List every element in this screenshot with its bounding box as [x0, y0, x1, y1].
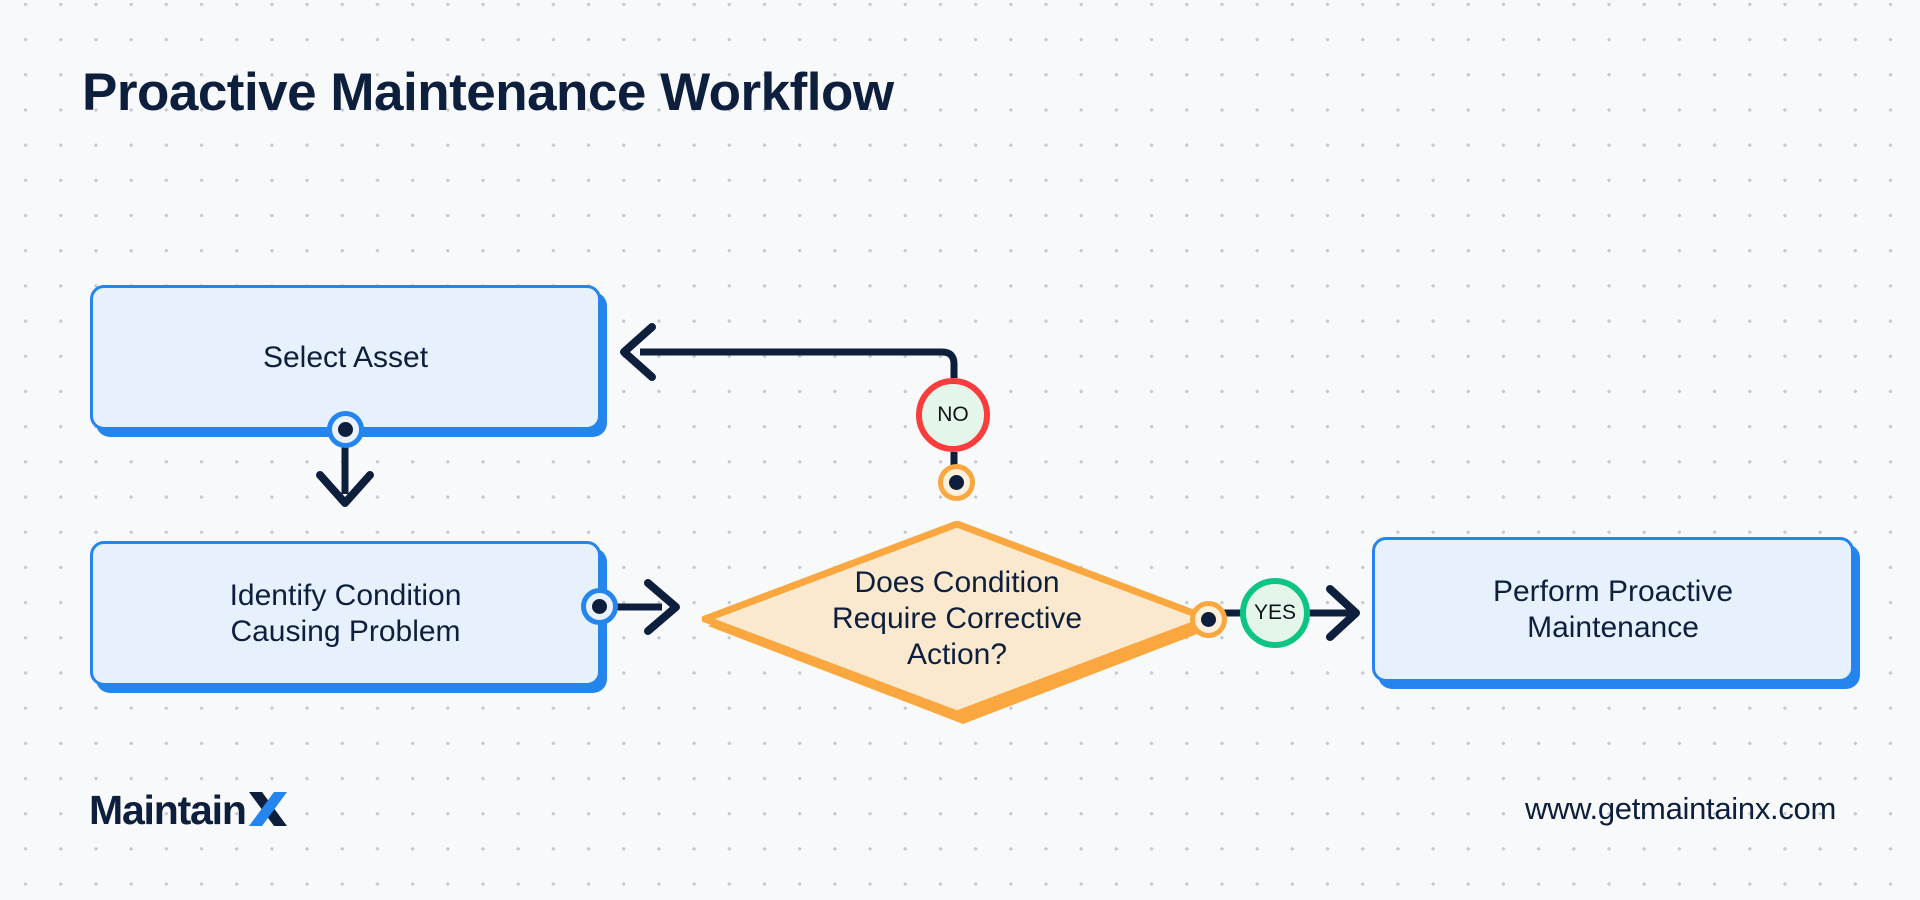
connector-port-dot	[338, 422, 353, 437]
connector-port-decision-top[interactable]	[938, 464, 975, 501]
site-url: www.getmaintainx.com	[1524, 791, 1836, 826]
connector-port-identify-condition-right[interactable]	[581, 588, 618, 625]
maintainx-logo: Maintain	[89, 787, 287, 834]
edge-decision-no-to-select-asset	[620, 323, 958, 480]
maintainx-logo-x-icon	[248, 790, 287, 826]
maintainx-logo-wordmark: Maintain	[89, 787, 247, 833]
flow-node-decision[interactable]: Does Condition Require Corrective Action…	[702, 521, 1218, 724]
connector-port-dot	[949, 475, 964, 490]
flow-node-select-asset[interactable]: Select Asset	[90, 285, 601, 430]
connector-port-dot	[1201, 612, 1216, 627]
connector-port-select-asset-bottom[interactable]	[327, 411, 364, 448]
branch-badge-no[interactable]: NO	[916, 378, 990, 452]
page-title: Proactive Maintenance Workflow	[82, 63, 894, 122]
branch-badge-no-label: NO	[937, 403, 969, 426]
flow-node-perform-maintenance-label: Perform Proactive Maintenance	[1492, 575, 1734, 644]
flow-node-perform-maintenance[interactable]: Perform Proactive Maintenance	[1372, 537, 1854, 682]
branch-badge-yes[interactable]: YES	[1240, 578, 1310, 648]
connector-port-dot	[592, 599, 607, 614]
branch-badge-yes-label: YES	[1253, 601, 1297, 624]
flow-node-decision-label: Does Condition Require Corrective Action…	[831, 566, 1083, 671]
flow-node-identify-condition-label: Identify Condition Causing Problem	[229, 579, 462, 648]
flow-node-identify-condition[interactable]: Identify Condition Causing Problem	[90, 541, 601, 686]
flow-node-select-asset-label: Select Asset	[262, 340, 429, 374]
connector-port-decision-right[interactable]	[1190, 601, 1227, 638]
